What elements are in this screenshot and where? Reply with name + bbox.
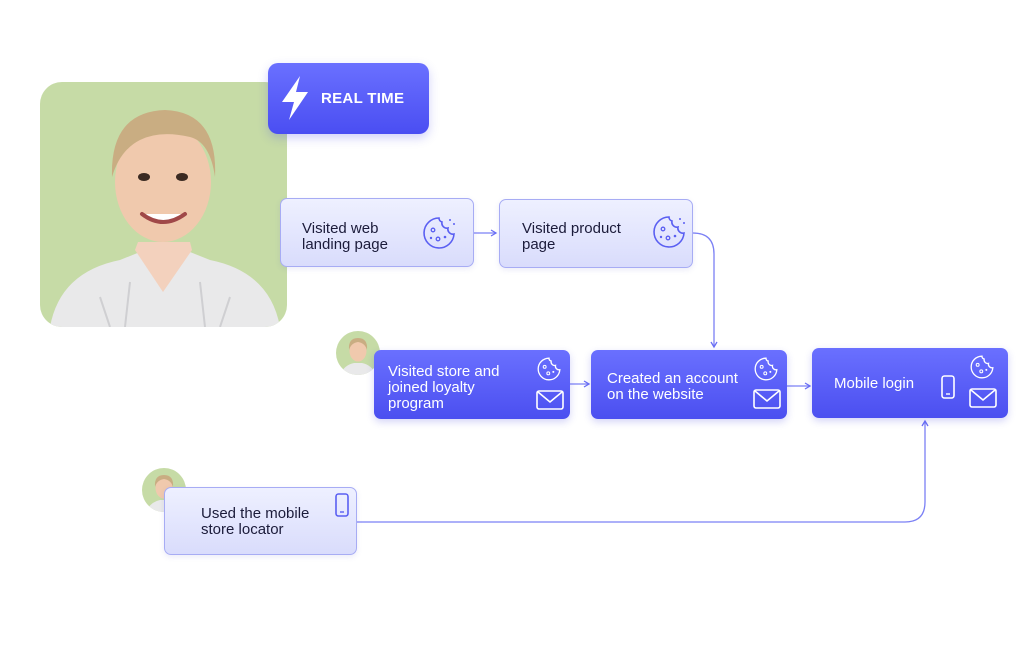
- node-label: Used the mobile store locator: [201, 505, 310, 538]
- cookie-icon: [653, 216, 685, 248]
- cookie-icon: [754, 357, 778, 381]
- node-visited-product-page[interactable]: Visited product page: [499, 199, 693, 268]
- mail-icon: [753, 389, 781, 409]
- node-label: Visited web landing page: [302, 220, 388, 253]
- cookie-icon: [423, 217, 455, 249]
- lightning-icon: [282, 76, 308, 120]
- phone-icon: [941, 375, 955, 399]
- phone-icon: [335, 493, 349, 517]
- mail-icon: [969, 388, 997, 408]
- node-label: Visited store and joined loyalty program: [388, 363, 500, 412]
- node-used-store-locator[interactable]: Used the mobile store locator: [164, 487, 357, 555]
- mail-icon: [536, 390, 564, 410]
- cookie-icon: [970, 355, 994, 379]
- node-visited-store-loyalty[interactable]: Visited store and joined loyalty program: [374, 350, 570, 419]
- real-time-label: REAL TIME: [321, 90, 405, 107]
- node-label: Visited product page: [522, 220, 621, 253]
- arrow-locator-to-mobile: [357, 419, 929, 523]
- node-visited-landing-page[interactable]: Visited web landing page: [280, 198, 474, 267]
- cookie-icon: [537, 357, 561, 381]
- node-created-account[interactable]: Created an account on the website: [591, 350, 787, 419]
- node-label: Mobile login: [834, 375, 915, 392]
- real-time-badge: REAL TIME: [268, 63, 429, 134]
- node-label: Created an account on the website: [607, 370, 738, 403]
- arrow-product-to-account: [692, 232, 718, 349]
- avatar: [336, 331, 380, 375]
- node-mobile-login[interactable]: Mobile login: [812, 348, 1008, 418]
- customer-portrait: [40, 82, 287, 327]
